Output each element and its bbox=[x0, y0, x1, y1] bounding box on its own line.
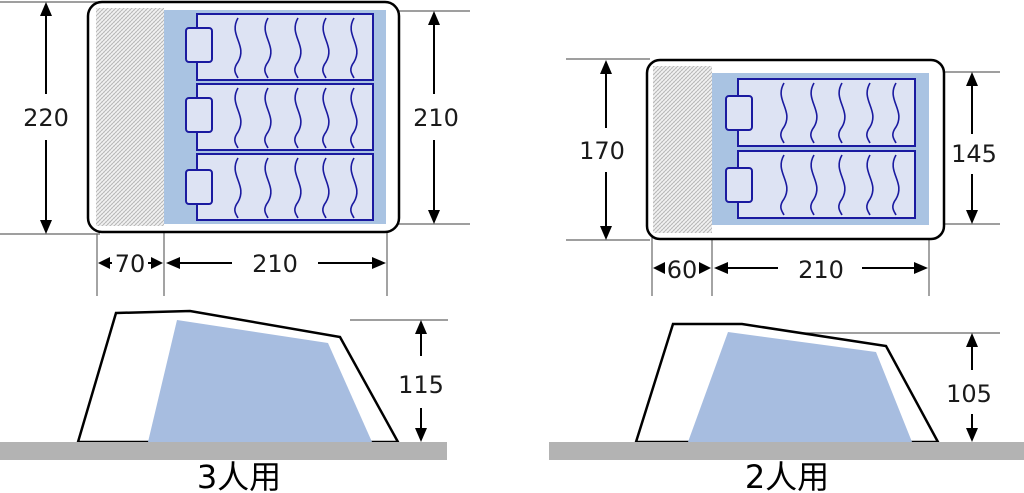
dimension-height: 115 bbox=[398, 320, 444, 442]
dimension-label: 170 bbox=[579, 137, 625, 165]
dimension-label: 220 bbox=[23, 104, 69, 132]
dimension-label: 210 bbox=[413, 104, 459, 132]
sleeping-pad bbox=[725, 150, 916, 219]
sleeping-pad bbox=[185, 13, 374, 81]
dimension-label: 210 bbox=[252, 250, 298, 278]
dimension-total-depth: 220 bbox=[23, 2, 69, 234]
dimension-label: 60 bbox=[667, 256, 698, 284]
tent-3p-vestibule bbox=[96, 8, 164, 226]
dimension-label: 145 bbox=[951, 140, 997, 168]
sleeping-pad bbox=[725, 78, 916, 147]
dimension-vestibule-width: 60 bbox=[653, 256, 711, 284]
tent-2p-top-view: 170 145 60 210 bbox=[566, 58, 1000, 296]
sleeping-pad bbox=[185, 153, 374, 221]
dimension-inner-depth: 210 bbox=[413, 11, 459, 224]
tent-2p-side-view: 105 2人用 bbox=[549, 322, 1024, 493]
ground bbox=[549, 442, 1024, 460]
tent-3p-caption: 3人用 bbox=[197, 458, 281, 493]
tent-3p-inner-side bbox=[148, 320, 372, 442]
dimension-label: 210 bbox=[798, 256, 844, 284]
dimension-vestibule-width: 70 bbox=[98, 250, 163, 278]
tent-2p-sleeping-pads bbox=[725, 78, 916, 219]
tent-3p-side-view: 115 3人用 bbox=[0, 309, 448, 493]
tent-2p-inner-side bbox=[688, 332, 912, 442]
dimension-label: 115 bbox=[398, 371, 444, 399]
dimension-total-depth: 170 bbox=[579, 60, 625, 240]
dimension-height: 105 bbox=[946, 333, 992, 442]
dimension-label: 105 bbox=[946, 380, 992, 408]
tent-3p-top-view: 220 210 70 210 bbox=[0, 0, 470, 296]
sleeping-pad bbox=[185, 83, 374, 151]
tent-3p-sleeping-pads bbox=[185, 13, 374, 221]
tent-2p-vestibule bbox=[653, 66, 712, 233]
dimension-inner-depth: 145 bbox=[951, 72, 997, 224]
ground bbox=[0, 442, 447, 460]
dimension-label: 70 bbox=[115, 250, 146, 278]
dimension-inner-width: 210 bbox=[166, 250, 386, 278]
tent-2p-caption: 2人用 bbox=[745, 458, 829, 493]
dimension-inner-width: 210 bbox=[714, 256, 928, 284]
